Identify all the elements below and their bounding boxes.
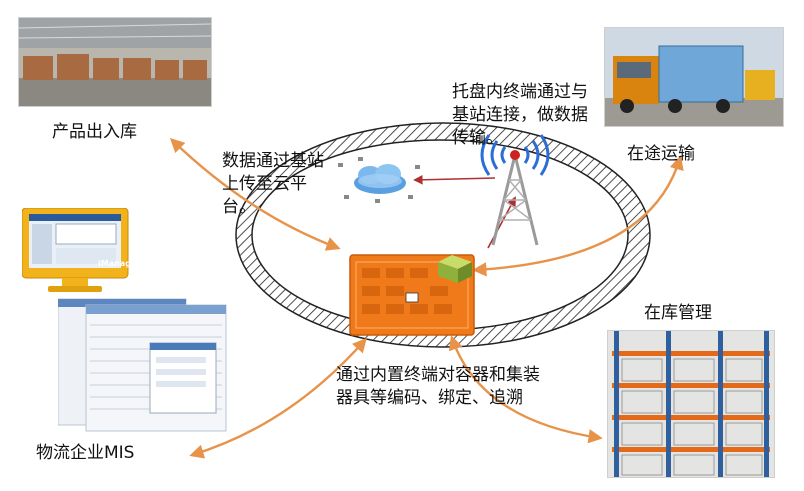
monitor-icon: iManager	[21, 207, 140, 294]
label-container-encoding: 通过内置终端对容器和集装器具等编码、绑定、追溯	[336, 365, 540, 408]
label-logistics-mis: 物流企业MIS	[36, 443, 135, 463]
label-in-transit: 在途运输	[627, 144, 695, 164]
cloud-icon	[338, 157, 420, 203]
label-product-inout: 产品出入库	[52, 122, 137, 142]
racking-photo	[607, 330, 775, 478]
label-pallet-terminal: 托盘内终端通过与基站连接，做数据传输。	[452, 82, 588, 148]
arrow-to-in-transit	[472, 155, 684, 277]
mis-screenshot-stack	[57, 295, 234, 435]
arrow-terminal-to-tower	[487, 196, 516, 249]
monitor-brand: iManager	[98, 259, 130, 268]
arrow-tower-to-cloud	[413, 175, 496, 185]
terminal-icon	[438, 255, 472, 283]
warehouse-photo	[18, 17, 212, 107]
label-upload-cloud: 数据通过基站上传至云平台。	[222, 151, 324, 217]
arrow-to-product-inout	[169, 138, 341, 251]
label-in-stock: 在库管理	[644, 303, 712, 323]
arrow-to-mis	[189, 337, 367, 459]
signal-tower-icon	[480, 134, 550, 246]
truck-photo	[604, 27, 784, 127]
arrow-to-in-stock	[448, 335, 603, 444]
